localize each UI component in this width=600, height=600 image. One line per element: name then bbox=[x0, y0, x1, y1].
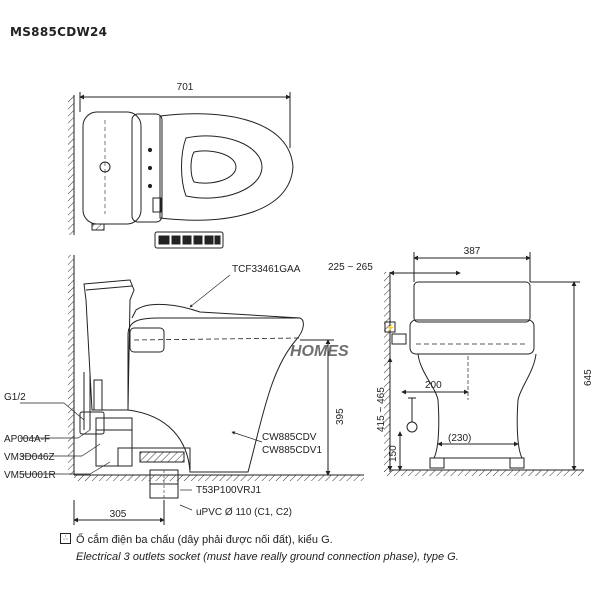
label-pipe-adapter: T53P100VRJ1 bbox=[196, 485, 261, 496]
dim-height-range: 415 ~ 465 bbox=[376, 387, 387, 432]
outlet-symbol-front: ⚡ bbox=[386, 323, 395, 332]
power-outlet-icon: ∴ bbox=[60, 533, 71, 544]
dim-side-depth: 305 bbox=[110, 509, 127, 520]
note-english: Electrical 3 outlets socket (must have r… bbox=[76, 551, 459, 563]
dim-offset-range: 225 ~ 265 bbox=[328, 262, 373, 273]
label-hose: VM3D046Z bbox=[4, 452, 55, 463]
dim-height-front: 645 bbox=[583, 369, 594, 386]
label-seat: TCF33461GAA bbox=[232, 264, 301, 275]
label-pipe-spec: uPVC Ø 110 (C1, C2) bbox=[196, 507, 292, 518]
dim-seat-height: 395 bbox=[335, 408, 346, 425]
side-view bbox=[20, 255, 364, 525]
dim-base-width: (230) bbox=[448, 433, 471, 444]
model-code: MS885CDW24 bbox=[10, 25, 108, 39]
dim-water-inlet-height: 150 bbox=[388, 445, 399, 462]
dim-outlet-horizontal: 200 bbox=[425, 380, 442, 391]
label-flange: VM5U001R bbox=[4, 470, 56, 481]
label-valve: AP004A-F bbox=[4, 434, 50, 445]
label-bowl-1: CW885CDV bbox=[262, 432, 317, 443]
label-bowl-2: CW885CDV1 bbox=[262, 445, 322, 456]
top-view bbox=[68, 92, 294, 249]
dim-front-width: 387 bbox=[464, 246, 481, 257]
watermark: HOMES bbox=[290, 343, 349, 360]
note-vietnamese: Ổ cắm điện ba chấu (dây phải được nối đấ… bbox=[76, 534, 333, 546]
front-view bbox=[384, 252, 584, 476]
dim-top-width: 701 bbox=[177, 82, 194, 93]
label-inlet-thread: G1/2 bbox=[4, 392, 26, 403]
